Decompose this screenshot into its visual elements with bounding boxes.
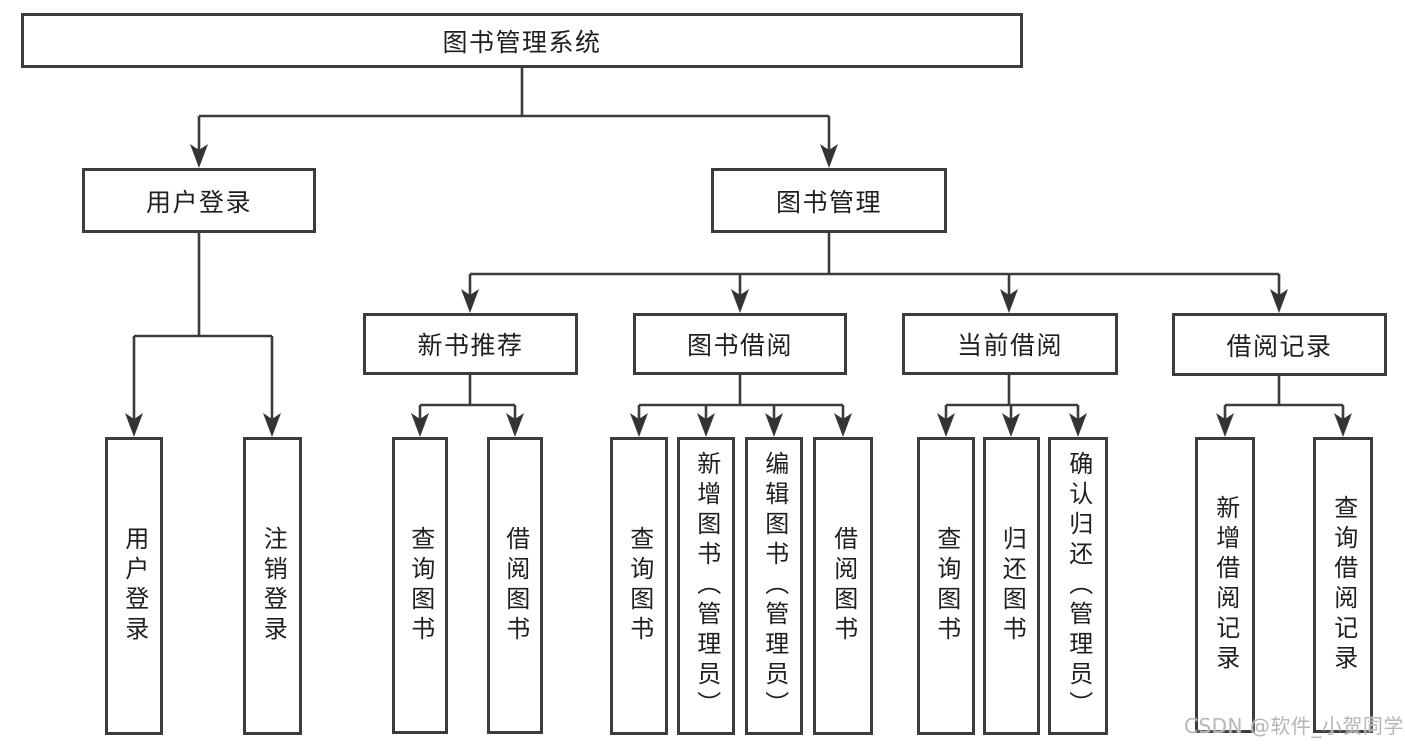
connector-book-management-children [468, 233, 1281, 295]
leaf-logout-login: 注销登录 [243, 437, 302, 735]
arrowheads [125, 144, 1352, 437]
leaf-label: 查询图书 [625, 526, 654, 646]
arrow-down-icon [1002, 413, 1020, 437]
leaf-current-query-books: 查询图书 [917, 437, 975, 735]
node-user-login: 用户登录 [82, 168, 316, 233]
arrow-down-icon [697, 413, 715, 437]
arrow-down-icon [1216, 413, 1234, 437]
arrow-down-icon [1334, 413, 1352, 437]
leaf-label: 借阅图书 [501, 525, 530, 646]
arrow-down-icon [461, 289, 479, 313]
arrow-down-icon [731, 289, 749, 313]
leaf-recommend-borrow-books: 借阅图书 [487, 437, 543, 734]
csdn-watermark: CSDN @软件_小贺同学 [1184, 714, 1404, 738]
node-book-management: 图书管理 [711, 168, 947, 233]
leaf-label: 注销登录 [259, 526, 288, 646]
leaf-user-login: 用户登录 [105, 437, 163, 735]
leaf-label: 查询图书 [406, 525, 435, 646]
connector-book-borrowing-children [637, 375, 845, 419]
arrow-down-icon [765, 413, 783, 437]
leaf-label: 查询图书 [932, 526, 961, 646]
arrow-down-icon [630, 413, 648, 437]
connector-current-borrowing-children [944, 375, 1080, 419]
node-book-borrowing: 图书借阅 [633, 313, 847, 375]
node-current-borrowing: 当前借阅 [902, 313, 1118, 375]
leaf-label: 编辑图书（管理员） [760, 451, 789, 721]
connector-root-to-level2 [197, 68, 831, 150]
leaf-records-add-borrow-record: 新增借阅记录 [1195, 437, 1255, 733]
leaf-label: 借阅图书 [829, 526, 858, 646]
leaf-records-query-borrow-record: 查询借阅记录 [1313, 437, 1373, 733]
arrow-down-icon [411, 413, 429, 437]
leaf-borrowing-edit-books-admin: 编辑图书（管理员） [745, 437, 803, 735]
arrow-down-icon [1000, 289, 1018, 313]
leaf-current-confirm-return-admin: 确认归还（管理员） [1048, 437, 1108, 735]
leaf-label: 新增借阅记录 [1211, 495, 1240, 675]
connector-new-book-recommendation-children [418, 375, 517, 419]
arrow-down-icon [1069, 413, 1087, 437]
node-new-book-recommendation: 新书推荐 [363, 313, 578, 375]
arrow-down-icon [820, 144, 838, 168]
leaf-borrowing-borrow-books: 借阅图书 [813, 437, 873, 735]
node-borrowing-records: 借阅记录 [1172, 313, 1387, 376]
leaf-label: 确认归还（管理员） [1064, 451, 1093, 721]
connector-borrowing-records-children [1223, 375, 1345, 419]
leaf-current-return-books: 归还图书 [983, 437, 1040, 735]
arrow-down-icon [190, 144, 208, 168]
node-library-management-system: 图书管理系统 [21, 13, 1023, 68]
leaf-label: 新增图书（管理员） [692, 451, 721, 721]
leaf-borrowing-add-books-admin: 新增图书（管理员） [677, 437, 735, 735]
leaf-label: 归还图书 [998, 526, 1027, 646]
leaf-label: 用户登录 [120, 526, 149, 646]
connector-user-login-children [132, 233, 274, 419]
arrow-down-icon [506, 413, 524, 437]
leaf-label: 查询借阅记录 [1329, 495, 1358, 675]
arrow-down-icon [937, 413, 955, 437]
arrow-down-icon [125, 413, 143, 437]
arrow-down-icon [1270, 289, 1288, 313]
leaf-borrowing-query-books: 查询图书 [610, 437, 668, 735]
leaf-recommend-query-books: 查询图书 [392, 437, 448, 734]
arrow-down-icon [834, 413, 852, 437]
arrow-down-icon [263, 413, 281, 437]
